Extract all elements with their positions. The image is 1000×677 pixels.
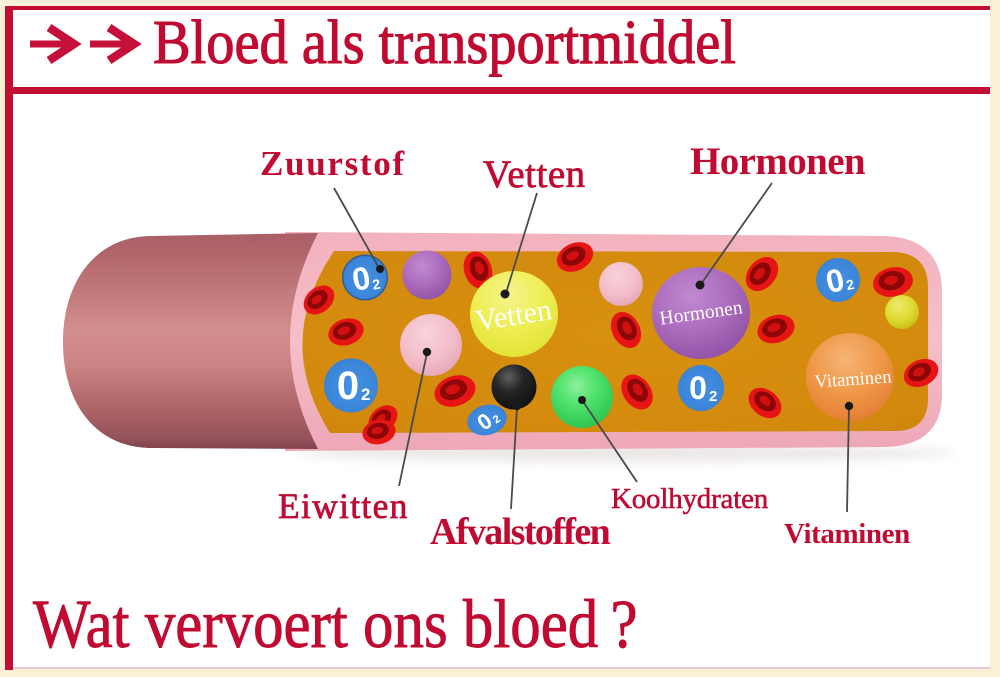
svg-text:0: 0 <box>337 364 359 408</box>
svg-text:0: 0 <box>349 259 373 298</box>
svg-text:2: 2 <box>371 276 382 293</box>
svg-text:2: 2 <box>709 388 717 405</box>
svg-text:2: 2 <box>845 276 856 293</box>
svg-text:0: 0 <box>689 370 707 406</box>
svg-text:2: 2 <box>361 385 370 404</box>
svg-text:2: 2 <box>491 413 503 426</box>
